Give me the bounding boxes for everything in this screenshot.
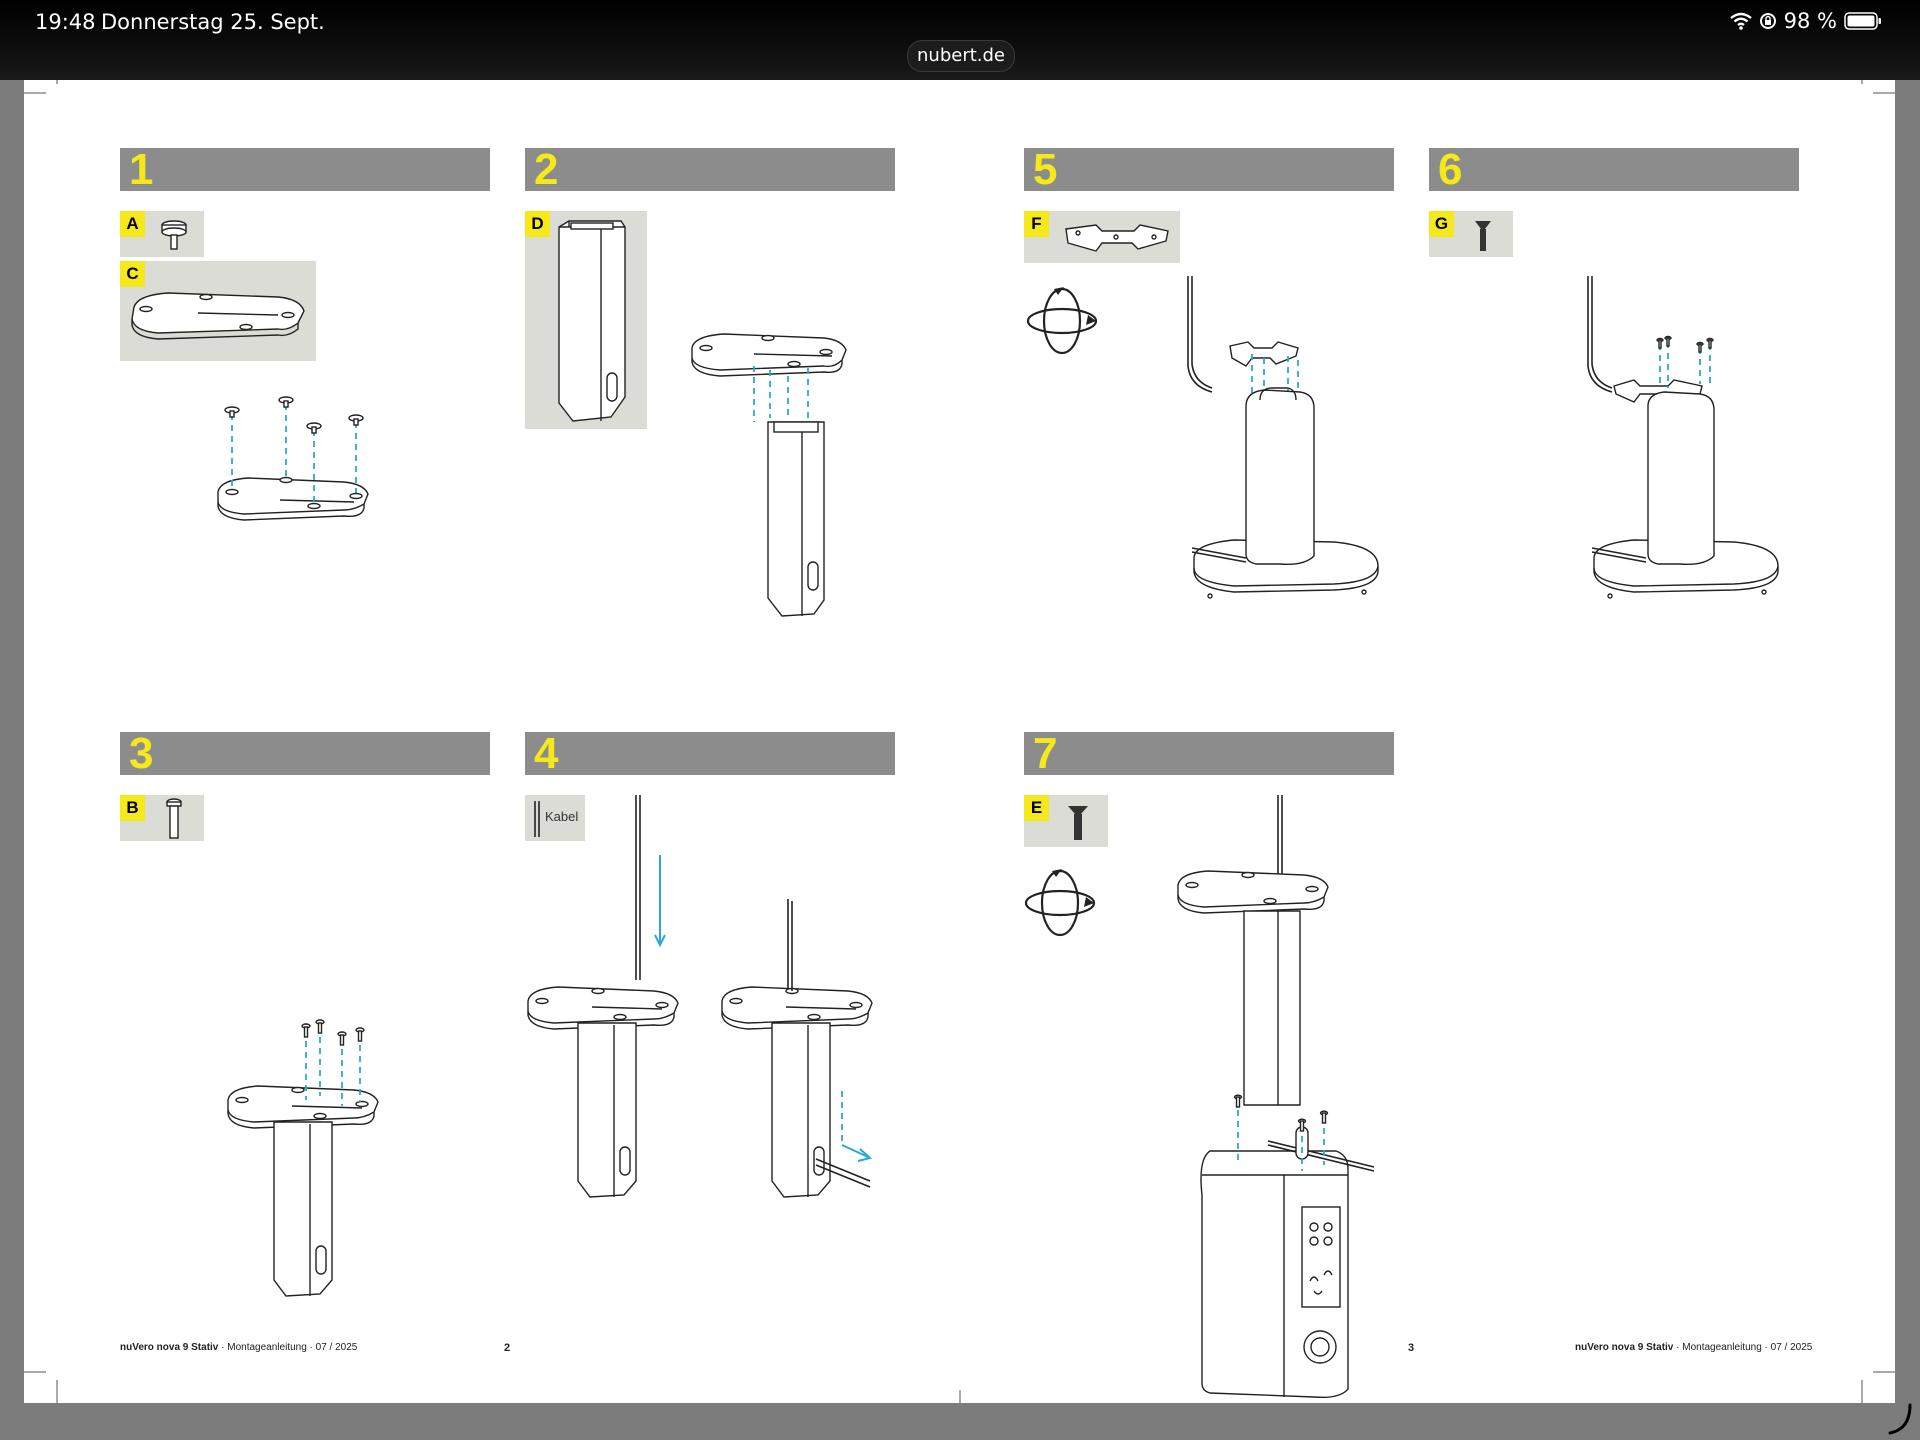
step-4-illustration bbox=[527, 795, 873, 1198]
step-1-header: 1 bbox=[120, 145, 490, 194]
countersunk-screw-icon bbox=[1475, 221, 1491, 251]
part-c-label: C bbox=[120, 261, 145, 287]
part-f-box: F bbox=[1024, 211, 1180, 263]
stand-right bbox=[721, 899, 873, 1198]
column-tube-icon bbox=[558, 220, 626, 422]
rotate-icon bbox=[1024, 869, 1096, 937]
step-3-illustration bbox=[227, 1019, 379, 1297]
step-4-number: 4 bbox=[534, 729, 559, 778]
part-b-box: B bbox=[120, 795, 204, 841]
url-bar[interactable]: nubert.de bbox=[907, 40, 1015, 72]
step-5-illustration bbox=[1187, 276, 1379, 599]
document-page: 1 A C bbox=[24, 80, 1895, 1403]
part-e-box: E bbox=[1024, 795, 1108, 847]
foot-screw-icon bbox=[161, 220, 187, 250]
cable-icon bbox=[534, 801, 540, 837]
page-number-right: 3 bbox=[1408, 1342, 1415, 1354]
footer-left-product: nuVero nova 9 Stativ bbox=[120, 1342, 219, 1353]
rotation-lock-icon bbox=[1759, 13, 1776, 29]
footer-left: nuVero nova 9 Stativ · Montageanleitung … bbox=[120, 1342, 357, 1353]
footer-left-rest: · Montageanleitung · 07 / 2025 bbox=[218, 1342, 358, 1353]
step-5-number: 5 bbox=[1033, 145, 1058, 194]
status-time: 19:48 bbox=[35, 10, 96, 34]
step-6-number: 6 bbox=[1438, 145, 1463, 194]
part-d-label: D bbox=[525, 211, 550, 237]
base-plate-icon bbox=[131, 292, 305, 340]
part-e-label: E bbox=[1024, 795, 1049, 821]
step-4-header: 4 bbox=[525, 729, 895, 778]
cable-box: Kabel bbox=[525, 795, 585, 841]
status-bar: 19:48 Donnerstag 25. Sept. 98 % nubert.d… bbox=[0, 0, 1920, 80]
part-f-label: F bbox=[1024, 211, 1049, 237]
footer-right-product: nuVero nova 9 Stativ bbox=[1575, 1342, 1674, 1353]
step-6-illustration bbox=[1587, 276, 1779, 599]
step-6-header: 6 bbox=[1429, 145, 1799, 194]
step-2-number: 2 bbox=[534, 145, 559, 194]
step-7-illustration bbox=[1177, 795, 1375, 1399]
step-1-illustration bbox=[217, 396, 369, 521]
part-a-box: A bbox=[120, 211, 204, 257]
step-3-number: 3 bbox=[129, 729, 154, 778]
cable-label: Kabel bbox=[545, 809, 579, 824]
status-date: Donnerstag 25. Sept. bbox=[101, 10, 325, 34]
battery-percent: 98 % bbox=[1783, 9, 1837, 33]
part-g-label: G bbox=[1429, 211, 1454, 237]
step-3-header: 3 bbox=[120, 729, 490, 778]
battery-icon bbox=[1844, 12, 1881, 30]
step-2-header: 2 bbox=[525, 145, 895, 194]
footer-right-rest: · Montageanleitung · 07 / 2025 bbox=[1673, 1342, 1813, 1353]
crop-marks bbox=[24, 80, 1895, 1403]
bracket-plate-icon bbox=[1065, 224, 1169, 252]
part-a-label: A bbox=[120, 211, 145, 237]
step-7-header: 7 bbox=[1024, 729, 1394, 778]
page-number-left: 2 bbox=[504, 1342, 511, 1354]
countersunk-bolt-icon bbox=[1068, 806, 1088, 840]
step-1-number: 1 bbox=[129, 145, 154, 194]
part-g-box: G bbox=[1429, 211, 1513, 257]
part-b-label: B bbox=[120, 795, 145, 821]
wifi-icon bbox=[1729, 12, 1752, 30]
part-d-box: D bbox=[525, 211, 647, 429]
step-2-illustration bbox=[691, 333, 847, 617]
status-indicators: 98 % bbox=[1729, 9, 1882, 33]
foot-screws bbox=[224, 396, 364, 434]
rotate-icon bbox=[1026, 287, 1098, 355]
stand-left bbox=[527, 986, 679, 1198]
corner-swipe-icon bbox=[1888, 1403, 1912, 1435]
bottom-strip bbox=[0, 1403, 1920, 1440]
step-7-number: 7 bbox=[1033, 729, 1058, 778]
part-c-box: C bbox=[120, 261, 316, 361]
footer-right: nuVero nova 9 Stativ · Montageanleitung … bbox=[1575, 1342, 1812, 1353]
step-5-header: 5 bbox=[1024, 145, 1394, 194]
bolt-icon bbox=[166, 798, 182, 839]
